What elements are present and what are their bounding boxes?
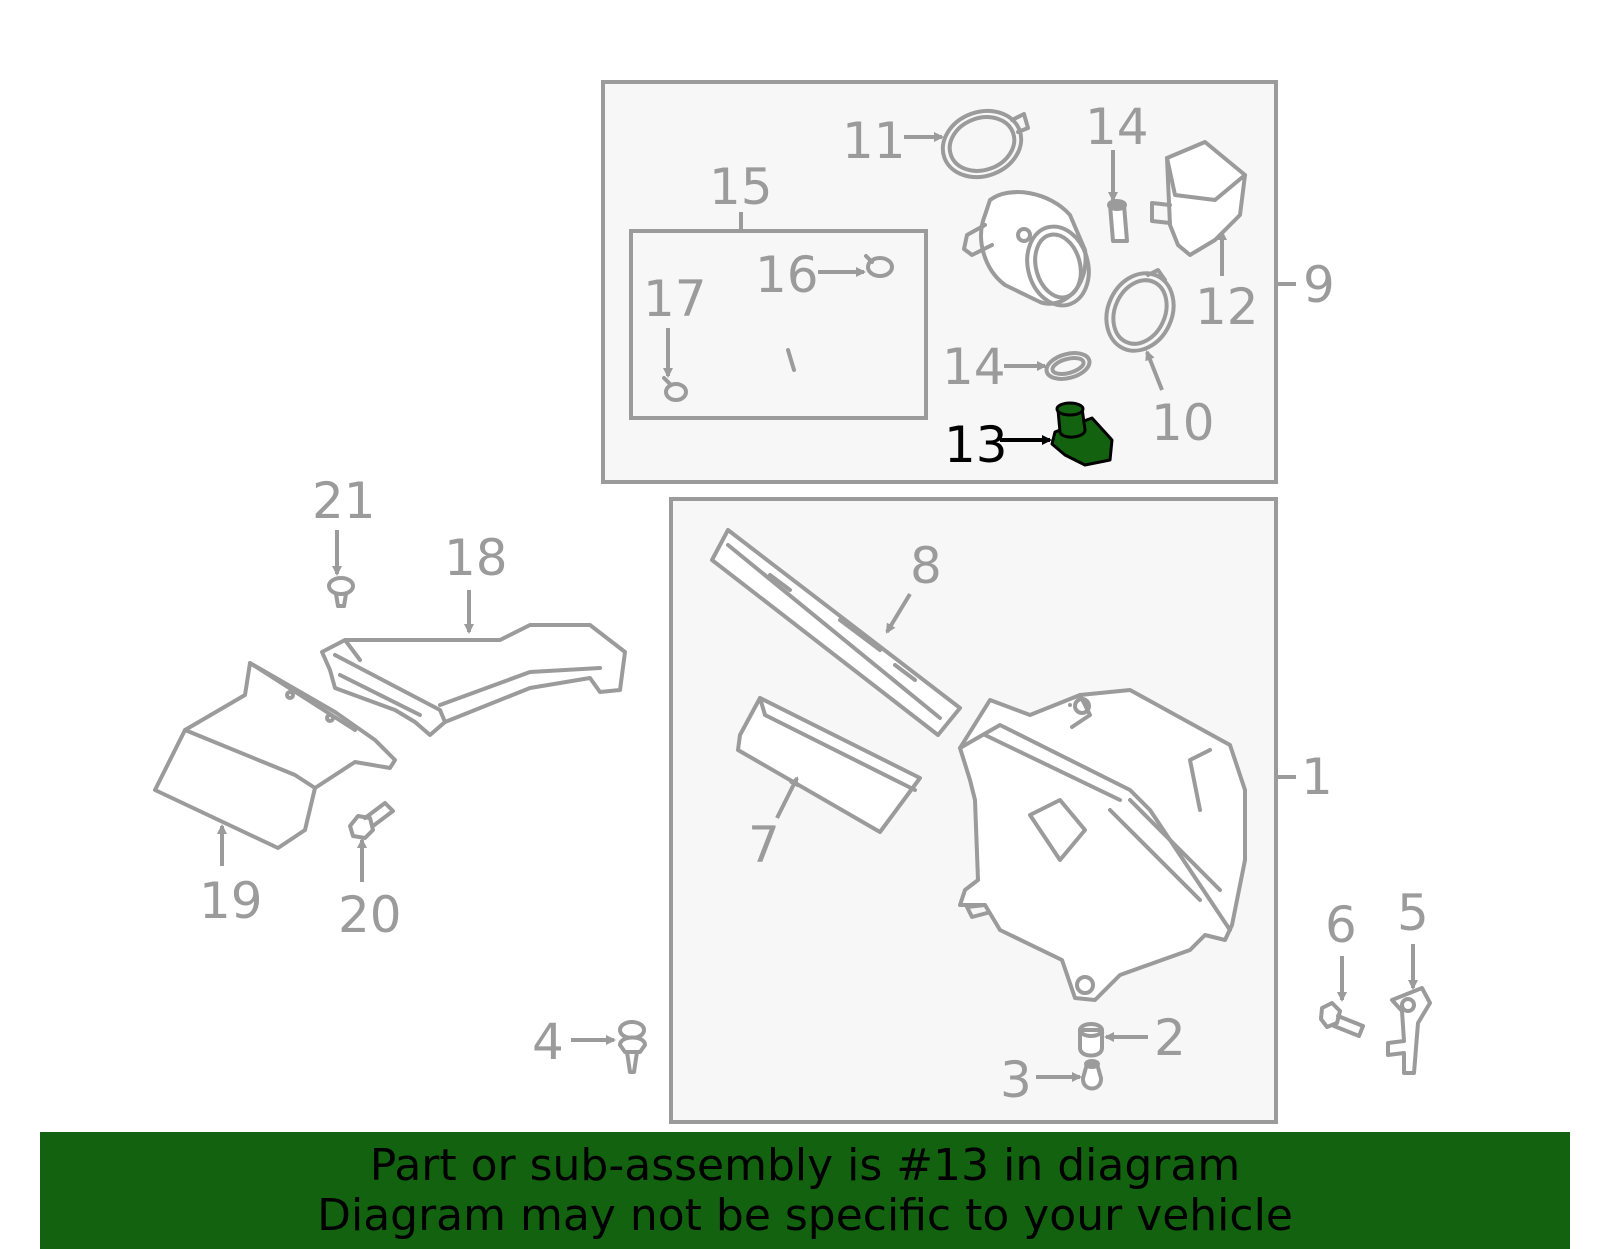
callout-14-upper: 14 — [1085, 98, 1149, 156]
banner-line-2: Diagram may not be specific to your vehi… — [317, 1189, 1293, 1241]
callout-1: 1 — [1301, 748, 1333, 806]
part-4-pushpin[interactable] — [618, 1020, 647, 1074]
callout-20: 20 — [338, 886, 402, 944]
part-7-filter[interactable] — [736, 696, 922, 834]
part-3-grommet[interactable] — [1081, 1059, 1103, 1091]
part-1-housing[interactable] — [958, 688, 1247, 1002]
banner-line-1: Part or sub-assembly is #13 in diagram — [369, 1139, 1241, 1191]
callout-15: 15 — [709, 158, 773, 216]
callout-8: 8 — [910, 537, 942, 595]
callout-17: 17 — [643, 270, 707, 328]
callout-2: 2 — [1154, 1009, 1186, 1067]
callout-21: 21 — [312, 472, 376, 530]
part-14-clamp-lower[interactable] — [1044, 349, 1093, 384]
callout-4: 4 — [532, 1013, 564, 1071]
callout-12: 12 — [1195, 278, 1259, 336]
callout-16: 16 — [755, 246, 819, 304]
part-11-clamp[interactable] — [933, 100, 1030, 188]
part-10-clamp[interactable] — [1094, 262, 1186, 362]
callout-5: 5 — [1397, 884, 1429, 942]
part-18-duct[interactable] — [320, 623, 627, 737]
callout-11: 11 — [842, 112, 906, 170]
part-8-filter-frame[interactable] — [710, 528, 962, 737]
callout-14-lower: 14 — [942, 338, 1006, 396]
part-15-hose[interactable] — [693, 285, 888, 372]
info-banner-bg — [40, 1132, 1570, 1249]
part-12-resonator[interactable] — [1150, 140, 1247, 257]
leader-arrows — [217, 132, 1418, 1082]
callout-13: 13 — [944, 416, 1008, 474]
callout-3: 3 — [1000, 1051, 1032, 1109]
callout-10: 10 — [1151, 394, 1215, 452]
part-16-clip[interactable] — [864, 254, 894, 278]
part-14-sleeve-upper[interactable] — [1107, 199, 1129, 243]
info-banner: Part or sub-assembly is #13 in diagram D… — [40, 1132, 1570, 1249]
part-19-duct[interactable] — [153, 661, 397, 850]
callout-18: 18 — [444, 529, 508, 587]
callout-7: 7 — [748, 816, 780, 874]
callout-19: 19 — [199, 872, 263, 930]
part-5-bracket[interactable] — [1386, 986, 1432, 1075]
callout-9: 9 — [1303, 256, 1335, 314]
part-2-grommet[interactable] — [1078, 1022, 1104, 1058]
part-21-clip[interactable] — [327, 576, 355, 608]
part-13-adapter[interactable] — [1050, 401, 1114, 467]
part-6-bolt[interactable] — [1319, 1001, 1365, 1038]
part-17-clip[interactable] — [662, 376, 688, 402]
part-maf-housing[interactable] — [962, 190, 1097, 312]
part-20-bolt[interactable] — [348, 801, 395, 840]
callout-6: 6 — [1325, 896, 1357, 954]
